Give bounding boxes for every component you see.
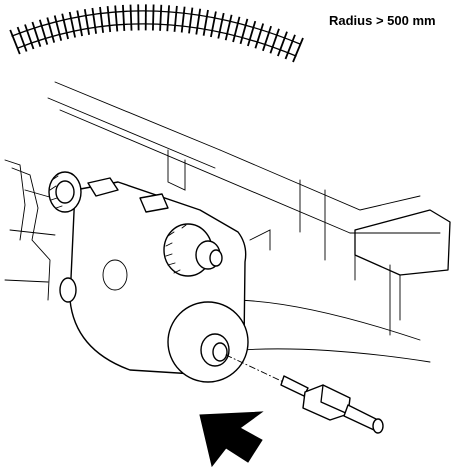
curved-track-icon bbox=[10, 4, 303, 62]
track-tie bbox=[241, 19, 248, 44]
track-tie bbox=[108, 6, 111, 32]
track-tie bbox=[70, 12, 75, 38]
track-tie bbox=[263, 26, 271, 51]
track-tie bbox=[40, 20, 48, 45]
track-tie bbox=[211, 12, 216, 38]
track-tie bbox=[115, 6, 117, 32]
track-tie bbox=[189, 8, 192, 34]
track-tie bbox=[204, 10, 208, 36]
track-tie bbox=[248, 21, 255, 46]
track-tie bbox=[270, 29, 279, 54]
track-tie bbox=[196, 9, 200, 35]
track-tie bbox=[55, 16, 62, 41]
track-tie bbox=[153, 5, 154, 31]
track-tie bbox=[62, 14, 68, 39]
track-tie bbox=[167, 5, 169, 31]
track-tie bbox=[32, 22, 40, 47]
track-tie bbox=[100, 7, 103, 33]
radius-annotation: Radius > 500 mm bbox=[329, 13, 436, 28]
track-tie bbox=[123, 5, 124, 31]
gear-housing bbox=[49, 172, 248, 382]
track-tie bbox=[226, 15, 232, 40]
track-tie bbox=[233, 17, 239, 42]
track-tie bbox=[218, 13, 223, 38]
track-tie bbox=[255, 24, 263, 49]
track-tie bbox=[85, 9, 89, 35]
track-tie bbox=[160, 5, 161, 31]
track-tie bbox=[182, 7, 185, 33]
track-tie bbox=[175, 6, 177, 32]
track-tie bbox=[47, 18, 54, 43]
track-tie bbox=[131, 5, 132, 31]
track-tie bbox=[92, 8, 96, 34]
insert-direction-arrow-icon bbox=[200, 412, 262, 466]
track-tie bbox=[77, 11, 82, 37]
